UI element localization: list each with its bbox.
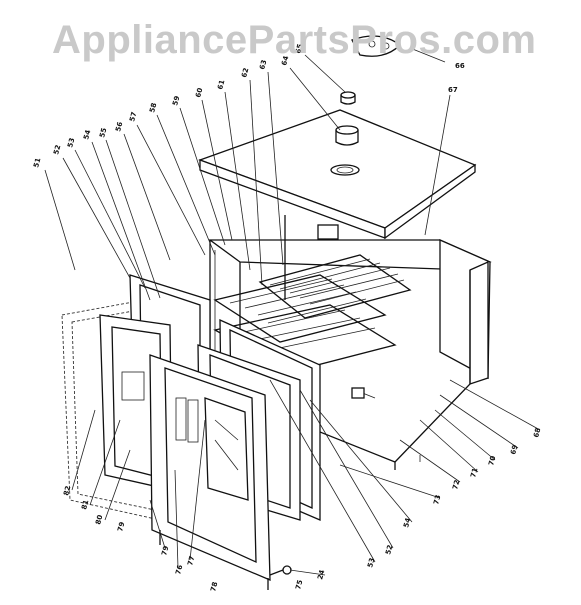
callout-label: 81 <box>80 499 90 511</box>
callout-label: 58 <box>148 102 158 114</box>
callout-label: 59 <box>171 95 181 107</box>
callout-label: 53 <box>66 137 76 149</box>
callout-label: 62 <box>240 67 250 79</box>
callout-label: 79 <box>160 545 170 557</box>
callout-label: 61 <box>216 79 226 91</box>
callout-label: 78 <box>209 581 219 593</box>
callout-label: 53 <box>366 557 376 569</box>
oven-racks <box>213 254 412 373</box>
callout-label: 60 <box>194 87 204 99</box>
callout-label: 52 <box>52 144 62 156</box>
vent-cap <box>335 35 401 146</box>
leader-lines <box>44 47 541 576</box>
oven-cabinet <box>208 239 492 470</box>
callout-label: 68 <box>532 427 542 439</box>
callout-label: 75 <box>294 579 304 591</box>
callout-label: 56 <box>114 121 124 133</box>
callout-label: 63 <box>258 59 268 71</box>
top-panel <box>198 109 477 240</box>
callout-label: 24 <box>316 569 326 581</box>
callout-label: 72 <box>451 479 461 491</box>
callout-labels: 51 52 53 54 55 56 57 58 59 60 61 62 63 6… <box>32 43 542 593</box>
callout-label: 71 <box>469 467 479 479</box>
callout-label: 79 <box>116 521 126 533</box>
callout-label: 67 <box>448 86 458 94</box>
callout-label: 55 <box>98 127 108 139</box>
callout-label: 73 <box>432 494 442 506</box>
watermark-text: AppliancePartsPros.com <box>52 18 537 62</box>
callout-label: 70 <box>487 455 497 467</box>
callout-label: 64 <box>280 55 290 67</box>
door-hinge <box>269 565 292 576</box>
callout-label: 65 <box>294 43 304 55</box>
callout-label: 82 <box>62 485 72 497</box>
callout-label: 51 <box>32 157 42 169</box>
door-front-frame <box>149 354 271 590</box>
callout-label: 80 <box>94 514 104 526</box>
callout-label: 69 <box>509 444 519 456</box>
callout-label: 52 <box>384 544 394 556</box>
callout-label: 76 <box>174 564 184 576</box>
callout-label: 77 <box>186 555 196 567</box>
callout-label: 57 <box>128 111 138 123</box>
callout-label: 54 <box>82 129 92 141</box>
callout-label: 66 <box>455 62 465 70</box>
callout-label: 54 <box>402 517 412 529</box>
